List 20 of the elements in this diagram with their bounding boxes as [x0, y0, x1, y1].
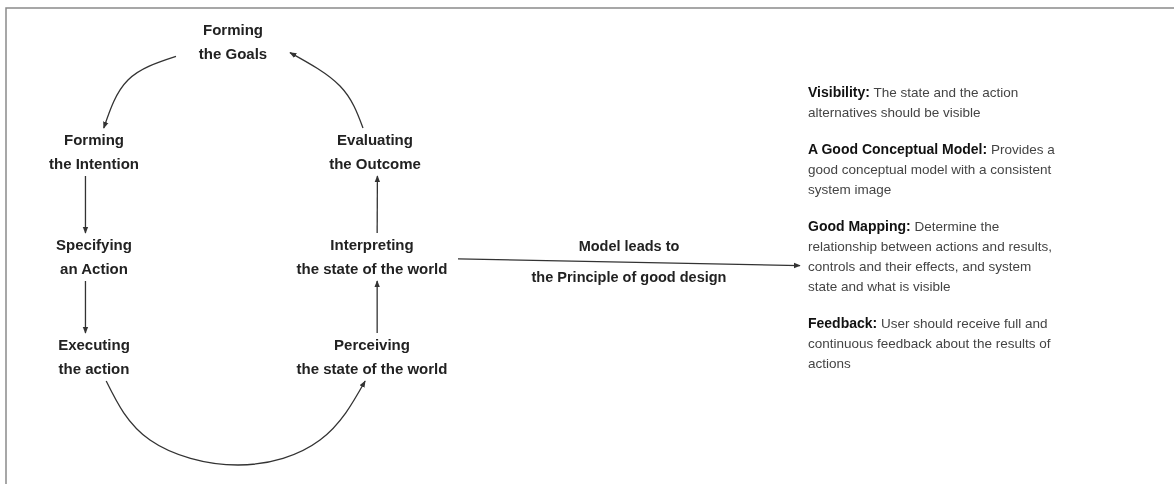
principle-text: Feedback: User should receive full and continuous feedback about the results of actions: [808, 314, 1052, 373]
arrow: [457, 258, 801, 269]
edge-label: Model leads to the Principle of good design: [530, 237, 728, 288]
curved-arrow: [103, 55, 177, 129]
arrow: [374, 280, 380, 334]
stage-label: Forming the Goals: [176, 18, 290, 66]
curved-arrow: [105, 380, 366, 466]
stage-label: Specifying an Action: [33, 233, 155, 281]
arrow: [374, 175, 381, 234]
arrow: [82, 175, 89, 234]
stage-label: Evaluating the Outcome: [315, 128, 435, 176]
principle-text: Good Mapping: Determine the relationship between actions and results, controls and their effects, and system state and what is visible: [808, 217, 1053, 296]
stage-label: Perceiving the state of the world: [286, 333, 458, 381]
stage-label: Interpreting the state of the world: [286, 233, 458, 281]
arrow: [82, 280, 89, 334]
curved-arrow: [289, 51, 364, 129]
stage-label: Executing the action: [33, 333, 155, 381]
principle-text: Visibility: The state and the action alternatives should be visible: [808, 83, 1020, 122]
stage-label: Forming the Intention: [33, 128, 155, 176]
principle-text: A Good Conceptual Model: Provides a good conceptual model with a consistent system image: [808, 140, 1056, 199]
